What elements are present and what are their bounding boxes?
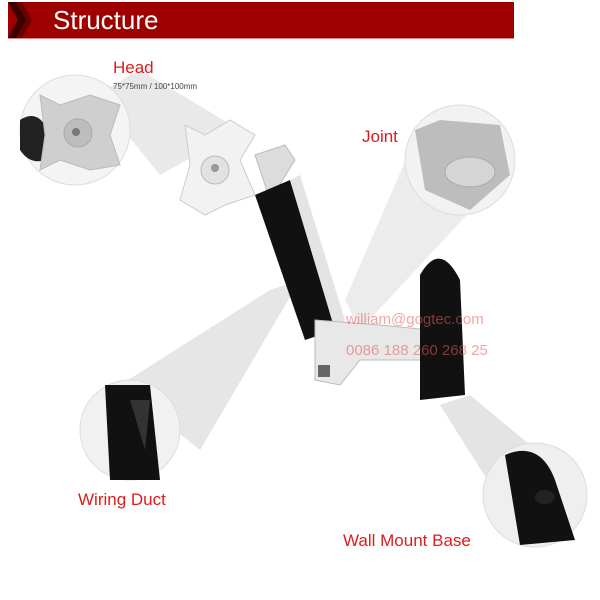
callout-label-wall-mount-base: Wall Mount Base [343,531,471,550]
callout-sublabel-head: 75*75mm / 100*100mm [113,82,198,91]
wiring-duct-detail-circle [79,379,181,481]
wall-mount-base-detail-circle [482,442,588,548]
watermark-email: william@gogtec.com [346,311,484,328]
watermark-phone: 0086 188 260 268 25 [346,342,488,359]
section-header-banner: Structure [8,2,514,39]
joint-detail-circle [404,104,516,216]
callout-label-joint: Joint [362,127,398,146]
monitor-arm [179,119,465,400]
callout-label-wiring-duct: Wiring Duct [78,490,166,509]
callout-label-head: Head [113,58,154,77]
chevron-icon [8,2,32,38]
section-title: Structure [53,5,159,35]
head-detail-circle [19,74,131,186]
